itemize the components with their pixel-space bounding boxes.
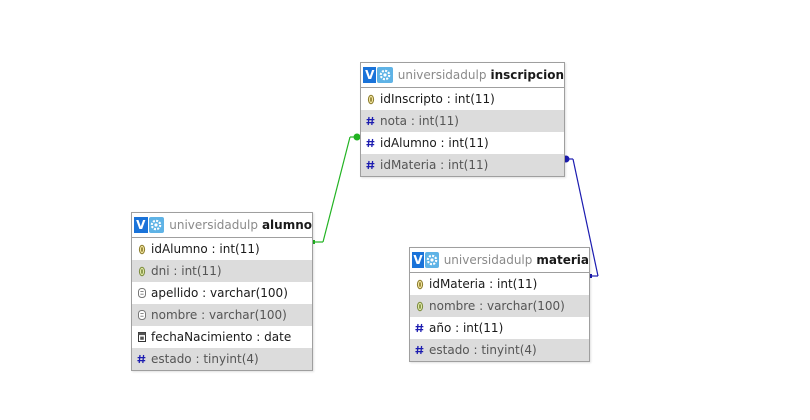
column-row[interactable]: nota : int(11): [361, 110, 564, 132]
primary-key-icon: [137, 243, 146, 255]
column-row[interactable]: fechaNacimiento : date: [132, 326, 312, 348]
column-label: año : int(11): [429, 321, 504, 335]
relation-line-green: [322, 136, 351, 243]
numeric-column-icon: [415, 344, 424, 356]
column-row[interactable]: estado : tinyint(4): [410, 339, 589, 361]
gear-icon: [379, 66, 391, 85]
date-column-icon: [137, 331, 146, 343]
column-row[interactable]: año : int(11): [410, 317, 589, 339]
text-column-icon: [137, 287, 146, 299]
column-label: idAlumno : int(11): [151, 242, 260, 256]
table-database-name: universidadulp: [397, 68, 487, 82]
column-label: dni : int(11): [151, 264, 222, 278]
column-label: idMateria : int(11): [380, 158, 489, 172]
toggle-columns-button[interactable]: V: [134, 217, 148, 233]
unique-key-icon: [137, 265, 146, 277]
numeric-column-icon: [366, 115, 375, 127]
numeric-column-icon: [415, 322, 424, 334]
table-name: alumno: [261, 218, 312, 232]
table-database-name: universidadulp: [169, 218, 258, 232]
gear-icon: [150, 216, 162, 235]
gear-icon: [426, 251, 438, 270]
primary-key-icon: [415, 278, 424, 290]
unique-key-icon: [415, 300, 424, 312]
column-row[interactable]: idAlumno : int(11): [132, 238, 312, 260]
relation-alumno-inscripcion: [311, 133, 361, 244]
column-row[interactable]: nombre : varchar(100): [410, 295, 589, 317]
column-label: apellido : varchar(100): [151, 286, 288, 300]
column-label: estado : tinyint(4): [151, 352, 259, 366]
column-label: idMateria : int(11): [429, 277, 538, 291]
table-name: inscripcion: [490, 68, 564, 82]
column-row[interactable]: apellido : varchar(100): [132, 282, 312, 304]
toggle-columns-button[interactable]: V: [363, 67, 377, 83]
toggle-columns-button[interactable]: V: [412, 252, 424, 268]
column-label: nombre : varchar(100): [429, 299, 565, 313]
column-row[interactable]: estado : tinyint(4): [132, 348, 312, 370]
numeric-column-icon: [137, 353, 146, 365]
column-row[interactable]: idMateria : int(11): [410, 273, 589, 295]
primary-key-icon: [366, 93, 375, 105]
numeric-column-icon: [366, 137, 375, 149]
table-options-button[interactable]: [148, 216, 165, 235]
column-label: fechaNacimiento : date: [151, 330, 292, 344]
column-label: nota : int(11): [380, 114, 459, 128]
column-row[interactable]: dni : int(11): [132, 260, 312, 282]
column-label: idInscripto : int(11): [380, 92, 495, 106]
table-name: materia: [536, 253, 589, 267]
column-label: estado : tinyint(4): [429, 343, 537, 357]
table-options-button[interactable]: [424, 251, 439, 270]
column-row[interactable]: idInscripto : int(11): [361, 88, 564, 110]
text-column-icon: [137, 309, 146, 321]
column-label: idAlumno : int(11): [380, 136, 489, 150]
table-database-name: universidadulp: [443, 253, 533, 267]
table-options-button[interactable]: [377, 66, 393, 85]
column-row[interactable]: idMateria : int(11): [361, 154, 564, 176]
column-row[interactable]: nombre : varchar(100): [132, 304, 312, 326]
column-row[interactable]: idAlumno : int(11): [361, 132, 564, 154]
numeric-column-icon: [366, 159, 375, 171]
column-label: nombre : varchar(100): [151, 308, 287, 322]
